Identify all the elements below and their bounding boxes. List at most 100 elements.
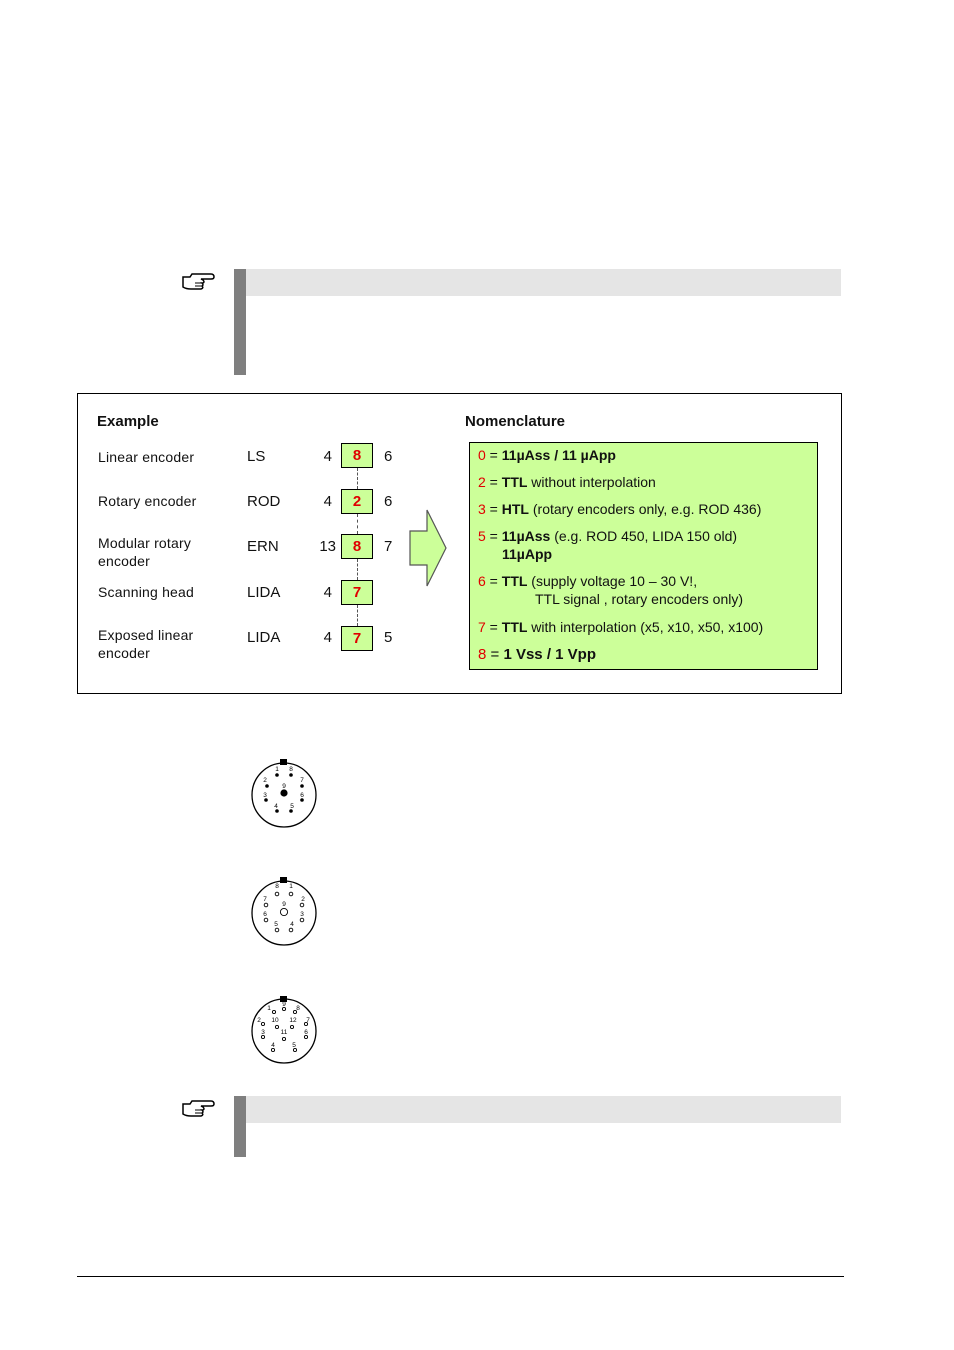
code-box: 8 (341, 534, 373, 559)
nomenclature-item: 8 = 1 Vss / 1 Vpp (478, 646, 596, 663)
code-box: 2 (341, 489, 373, 514)
nomenclature-code: 3 (478, 501, 486, 517)
pin-label: 5 (274, 921, 278, 928)
row-type: ERN (247, 538, 279, 555)
signal-note: without interpolation (527, 474, 656, 490)
note-box (234, 269, 841, 375)
connector-9-pin-socket-diagram: 1 2 3 4 5 6 7 8 9 (251, 877, 317, 946)
pin-label: 6 (300, 792, 304, 799)
row-number: 6 (384, 493, 393, 510)
pin-label: 7 (263, 896, 267, 903)
nomenclature-item-continuation: TTL signal , rotary encoders only) (535, 591, 744, 607)
pin-label: 1 (289, 883, 293, 890)
signal-type: 11µAss (501, 528, 551, 544)
footer-rule (77, 1276, 844, 1277)
equals-sign: = (485, 619, 502, 635)
pin-label: 6 (263, 911, 267, 918)
signal-type: 1 Vss / 1 Vpp (503, 646, 596, 663)
signal-note: (supply voltage 10 – 30 V!, (527, 573, 698, 589)
connector-9-pin-diagram: 1 2 3 4 5 6 7 8 9 (251, 759, 317, 828)
nomenclature-box: 0 = 11µAss / 11 µApp 2 = TTL without int… (469, 442, 818, 670)
signal-note: (rotary encoders only, e.g. ROD 436) (528, 501, 762, 517)
pin-label: 2 (263, 777, 267, 784)
dashed-connector (357, 468, 358, 489)
row-number: 4 (323, 493, 332, 510)
pin-label: 8 (275, 883, 279, 890)
nomenclature-code: 5 (478, 528, 486, 544)
pin-label: 12 (289, 1017, 297, 1024)
example-heading: Example (97, 413, 159, 430)
row-label: Exposed linear encoder (98, 627, 194, 661)
pin-label: 3 (300, 911, 304, 918)
row-type: LIDA (247, 584, 281, 601)
row-label: Modular rotary encoder (98, 535, 192, 569)
nomenclature-code: 0 (478, 447, 486, 463)
pointing-hand-icon (182, 273, 215, 290)
signal-note: (e.g. ROD 450, LIDA 150 old) (550, 528, 738, 544)
pin-label: 7 (306, 1017, 310, 1024)
signal-type: TTL (501, 474, 528, 490)
signal-type: 11µApp (502, 546, 553, 562)
nomenclature-heading: Nomenclature (465, 413, 566, 430)
nomenclature-code: 8 (478, 646, 487, 663)
equals-sign: = (485, 573, 502, 589)
nomenclature-item: 0 = 11µAss / 11 µApp (478, 447, 616, 464)
row-label: Rotary encoder (98, 493, 197, 509)
pin-label: 1 (275, 766, 279, 773)
row-type: LIDA (247, 629, 281, 646)
equals-sign: = (485, 528, 502, 544)
equals-sign: = (485, 474, 502, 490)
row-number: 5 (384, 629, 393, 646)
pin-label: 11 (281, 1029, 288, 1036)
right-arrow-icon (409, 509, 447, 587)
row-label: Scanning head (98, 584, 195, 600)
pin-label: 8 (289, 766, 293, 773)
row-number: 4 (323, 448, 332, 465)
pin-label: 4 (271, 1042, 275, 1049)
code-box: 7 (341, 626, 373, 651)
signal-type: TTL (501, 619, 528, 635)
pin-label: 4 (290, 921, 294, 928)
pin-label: 4 (274, 803, 278, 810)
pin-label: 9 (282, 783, 286, 790)
row-number: 7 (384, 538, 393, 555)
note-bar (234, 1096, 246, 1157)
nomenclature-item: 6 = TTL (supply voltage 10 – 30 V!, (478, 573, 697, 590)
signal-type: 11µAss / 11 µApp (501, 447, 616, 463)
row-number: 6 (384, 448, 393, 465)
connector-12-pin-diagram: 1 2 3 4 5 6 7 8 9 10 11 12 (251, 996, 317, 1064)
nomenclature-code: 7 (478, 619, 486, 635)
row-label: Linear encoder (98, 449, 195, 465)
equals-sign: = (485, 447, 502, 463)
row-number: 4 (323, 629, 332, 646)
pin-label: 8 (296, 1005, 300, 1012)
pointing-hand-icon (182, 1100, 215, 1117)
note-bar (234, 269, 246, 375)
pin-label: 1 (267, 1005, 271, 1012)
row-number: 13 (319, 538, 336, 555)
note-box (234, 1096, 841, 1157)
pin-label: 10 (271, 1017, 279, 1024)
note-header (246, 269, 841, 296)
row-number: 4 (323, 584, 332, 601)
row-type: ROD (247, 493, 281, 510)
pin-label: 3 (261, 1029, 265, 1036)
pin-label: 9 (282, 901, 286, 908)
example-figure: Example Linear encoder LS 4 8 6 Rotary e… (77, 393, 842, 694)
equals-sign: = (486, 646, 504, 663)
dashed-connector (357, 559, 358, 580)
pin-label: 2 (257, 1017, 261, 1024)
nomenclature-item-continuation: 11µApp (502, 546, 552, 563)
nomenclature-item: 7 = TTL with interpolation (x5, x10, x50… (478, 619, 763, 636)
code-box: 8 (341, 443, 373, 468)
nomenclature-item: 2 = TTL without interpolation (478, 474, 656, 491)
note-header (246, 1096, 841, 1123)
pin-label: 3 (263, 792, 267, 799)
dashed-connector (357, 605, 358, 626)
nomenclature-item: 3 = HTL (rotary encoders only, e.g. ROD … (478, 501, 761, 518)
dashed-connector (357, 514, 358, 534)
pin-label: 9 (282, 1001, 286, 1008)
pin-label: 5 (292, 1042, 296, 1049)
nomenclature-code: 6 (478, 573, 486, 589)
pin-label: 6 (304, 1029, 308, 1036)
